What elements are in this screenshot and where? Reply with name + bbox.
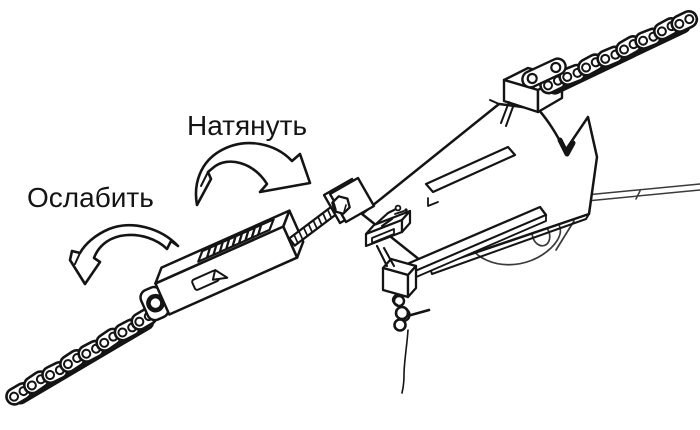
safety-hook bbox=[391, 293, 431, 332]
loosen-arrow-icon bbox=[68, 224, 180, 286]
hex-nut bbox=[331, 195, 351, 215]
spring-coils bbox=[206, 224, 263, 259]
front-latch-detail bbox=[191, 269, 229, 291]
release-clip bbox=[364, 204, 412, 268]
hook-bracket bbox=[381, 257, 418, 299]
tighten-arrow-icon bbox=[194, 141, 312, 207]
spring-window bbox=[197, 218, 275, 263]
tighten-label: Натянуть bbox=[187, 110, 307, 141]
chain-right bbox=[536, 7, 700, 98]
trolley-plate bbox=[360, 102, 599, 275]
plate-slot bbox=[424, 145, 517, 194]
tensioner-body bbox=[139, 209, 305, 322]
anchor-chain-link bbox=[521, 57, 567, 89]
pull-cord bbox=[401, 329, 409, 394]
chain-left bbox=[2, 304, 161, 409]
loosen-label: Ослабить bbox=[27, 182, 154, 213]
